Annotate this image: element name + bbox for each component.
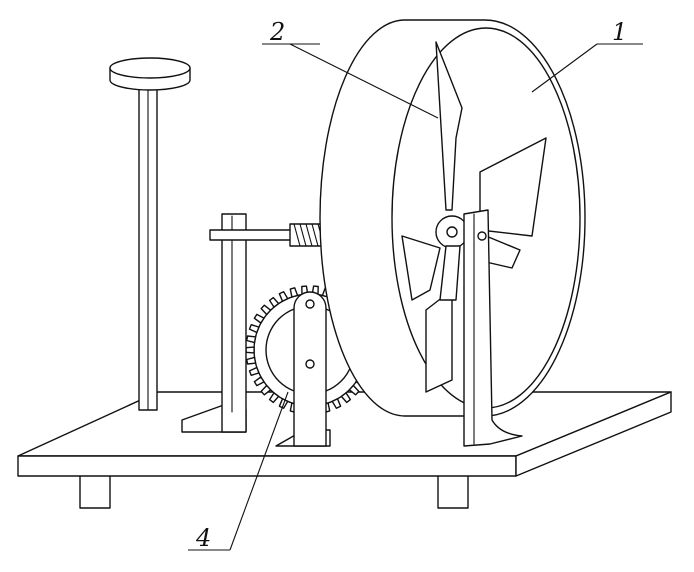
post-disc-top xyxy=(109,57,191,79)
gear-tooth xyxy=(248,366,260,376)
callout-4: 4 xyxy=(188,391,289,552)
gear-bracket-upright xyxy=(293,291,327,447)
pedestal-post xyxy=(109,57,191,411)
base-board xyxy=(17,391,672,509)
gear-tooth xyxy=(268,296,280,308)
right-bracket-upright xyxy=(463,209,523,447)
callout-label-4: 4 xyxy=(195,524,211,552)
blade-left xyxy=(401,235,441,301)
callout-1: 1 xyxy=(531,18,643,93)
left-bracket xyxy=(181,213,247,433)
gear-tooth xyxy=(278,291,289,302)
wheel-assembly xyxy=(319,19,586,417)
gear-tooth xyxy=(248,324,260,334)
right-bracket xyxy=(463,209,523,447)
callout-label-2: 2 xyxy=(269,18,285,46)
base-foot-right xyxy=(437,471,469,509)
gear-tooth xyxy=(245,335,257,344)
gear-tooth xyxy=(253,313,265,324)
gear-tooth xyxy=(289,287,299,298)
gear-tooth xyxy=(268,392,280,404)
left-bracket-upright xyxy=(221,213,247,433)
wheel-blades xyxy=(401,41,547,393)
gear-tooth xyxy=(245,346,255,354)
gear-tooth xyxy=(340,392,352,404)
gear-tooth xyxy=(348,384,360,396)
callout-2: 2 xyxy=(262,18,439,119)
gear-tooth xyxy=(260,384,272,396)
base-side xyxy=(515,391,672,477)
gear-tooth xyxy=(245,356,257,365)
blade-top xyxy=(435,41,463,211)
callout-label-1: 1 xyxy=(612,18,627,46)
gear-tooth xyxy=(331,398,342,409)
spring-coil xyxy=(289,223,325,247)
hub-strut xyxy=(439,245,461,301)
gear-bracket xyxy=(275,291,331,447)
gear-tooth xyxy=(253,376,265,387)
gear-tooth xyxy=(260,304,272,316)
base-front xyxy=(17,455,517,477)
base-foot-left xyxy=(79,471,111,509)
